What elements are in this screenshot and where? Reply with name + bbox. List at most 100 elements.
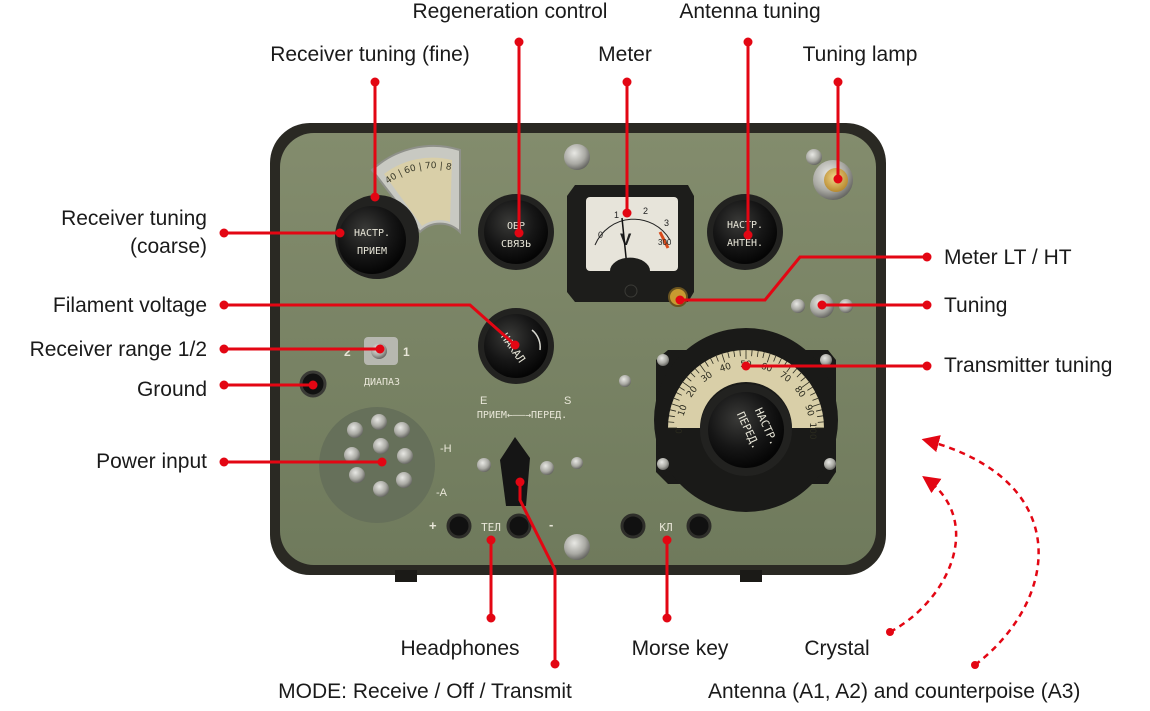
meter-tick-0: 0 — [598, 230, 603, 240]
tx-scale-tick — [762, 352, 765, 359]
label-ground: Ground — [136, 378, 207, 401]
key-mark: КЛ — [659, 521, 672, 534]
headphone-jack[interactable] — [506, 513, 532, 539]
label-antenna-counterpoise: Antenna (A1, A2) and counterpoise (A3) — [708, 680, 1081, 703]
socket-a-mark: -A — [436, 487, 448, 499]
knob-receive[interactable]: НАСТР. ПРИЕМ — [335, 195, 419, 279]
mode-mark-e: Е — [480, 395, 487, 407]
tx-scale-tick — [699, 364, 706, 373]
meter-tick-2: 2 — [643, 206, 648, 216]
meter-zero-screw — [624, 284, 638, 298]
dot-10 — [833, 174, 843, 184]
tx-screw-4 — [824, 458, 836, 470]
mode-lever — [500, 437, 530, 506]
pin-8 — [373, 481, 389, 497]
tx-scale-tick — [733, 350, 736, 357]
label-receiver-tuning-coarse-2: (coarse) — [129, 235, 207, 258]
tx-scale-tick — [778, 358, 782, 364]
dot-15 — [219, 300, 229, 310]
antenna-arrow — [921, 435, 1040, 666]
tx-screw-1 — [657, 354, 669, 366]
tx-scale-tick — [817, 415, 824, 418]
label-crystal: Crystal — [804, 637, 870, 660]
dot-19 — [219, 344, 229, 354]
mode-scale-text: ПРИЕМ←——→ПЕРЕД. — [477, 410, 567, 421]
label-mode: MODE: Receive / Off / Transmit — [278, 680, 572, 703]
headphone-jack-plus[interactable] — [446, 513, 472, 539]
leader-filament — [224, 303, 516, 347]
tx-scale-tick — [673, 397, 680, 401]
jack-plus-mark: + — [429, 518, 437, 533]
dot-31 — [662, 613, 672, 623]
crystal-arrow — [889, 475, 958, 634]
dot-5 — [622, 77, 632, 87]
power-socket[interactable]: -H -A — [319, 407, 452, 523]
dot-28 — [486, 535, 496, 545]
range-switch-text: ДИАПАЗ — [364, 377, 400, 388]
knob-receive-cap — [338, 206, 406, 274]
dot-6 — [622, 208, 632, 218]
label-receiver-tuning-coarse-1: Receiver tuning — [61, 207, 207, 230]
tx-scale-label: 100 — [807, 422, 817, 439]
meter-unit: V — [620, 230, 632, 249]
dot-20 — [375, 344, 385, 354]
fine-dial-face — [384, 157, 452, 226]
tx-dial-ticks — [668, 350, 824, 429]
dot-13 — [922, 252, 932, 262]
knob-antenna-text-1: НАСТР. — [727, 220, 763, 231]
range-mark-1: 1 — [403, 345, 410, 359]
tx-scale-tick — [679, 386, 685, 391]
dot-14 — [675, 295, 685, 305]
pin-2 — [371, 414, 387, 430]
tx-scale-tick — [686, 376, 692, 382]
tx-scale-label: 0 — [675, 428, 685, 434]
dot-17 — [922, 300, 932, 310]
filament-arrow — [531, 329, 541, 351]
tx-scale-tick — [796, 372, 802, 378]
pin-9 — [396, 472, 412, 488]
label-filament-voltage: Filament voltage — [52, 294, 207, 317]
key-jack-1[interactable] — [620, 513, 646, 539]
transmitter-dial[interactable]: 0102030405060708090100 НАСТР. ПЕРЕД. — [654, 328, 838, 512]
label-transmitter-tuning: Transmitter tuning — [944, 354, 1113, 377]
panel-screw-lower — [571, 457, 583, 469]
socket-h-mark: -H — [440, 443, 452, 455]
dot-25 — [219, 457, 229, 467]
tx-scale-tick — [682, 381, 691, 388]
dot-32 — [662, 535, 672, 545]
tx-scale-tick — [676, 392, 682, 396]
tx-screw-3 — [657, 458, 669, 470]
key-jack-2[interactable] — [686, 513, 712, 539]
meter-300: 300 — [658, 238, 672, 247]
pin-4 — [344, 447, 360, 463]
tx-scale-tick — [817, 421, 824, 423]
dot-4 — [514, 228, 524, 238]
dot-11 — [219, 228, 229, 238]
tx-scale-tick — [694, 368, 700, 374]
knob-receive-text-2: ПРИЕМ — [357, 246, 387, 257]
jack-minus-mark: - — [549, 517, 553, 532]
dot-12 — [335, 228, 345, 238]
tx-scale-tick — [710, 358, 714, 364]
mode-screw-right — [540, 461, 554, 475]
label-tuning: Tuning — [944, 294, 1008, 317]
tx-scale-tick — [727, 352, 730, 359]
leader-dots — [219, 37, 979, 669]
meter-pivot — [610, 257, 650, 271]
dot-9 — [833, 77, 843, 87]
mode-switch[interactable]: Е S ПРИЕМ←——→ПЕРЕД. — [477, 395, 572, 506]
jacks: + ТЕЛ - КЛ — [429, 513, 712, 539]
tx-scale-tick — [715, 355, 719, 362]
pin-5 — [373, 438, 389, 454]
knob-receive-text-1: НАСТР. — [354, 228, 390, 239]
meter-face — [586, 197, 678, 271]
tx-scale-tick — [815, 409, 822, 412]
dot-2 — [370, 192, 380, 202]
leader-lines — [224, 42, 927, 664]
tx-scale-tick — [773, 355, 777, 362]
tx-scale-tick — [751, 350, 753, 357]
dot-1 — [370, 77, 380, 87]
tx-scale-tick — [810, 392, 816, 396]
